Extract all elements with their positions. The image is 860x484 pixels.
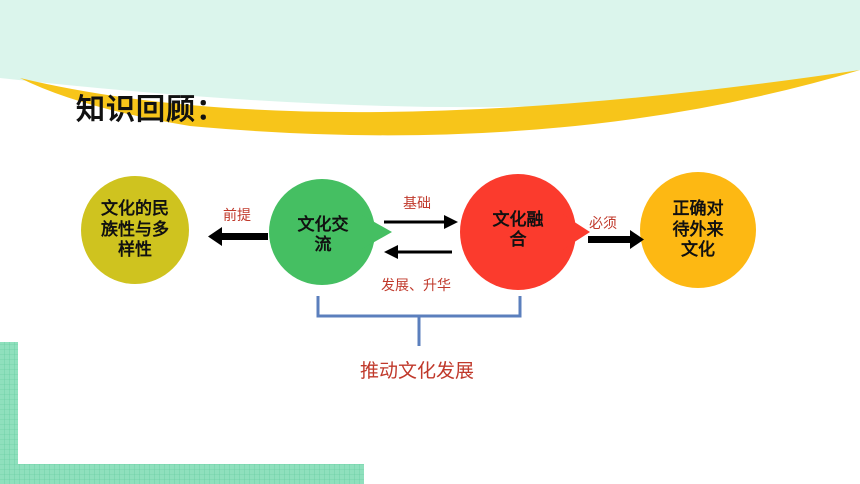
node-diversity: 文化的民 族性与多 样性 [91,186,179,274]
edge-arrow-exchange-diversity [208,227,268,246]
node-shape-fusion [460,174,590,290]
node-fusion: 文化融 合 [482,202,554,258]
bracket [316,296,522,346]
node-diversity-line-3: 样性 [118,240,152,261]
node-fusion-line-2: 合 [509,230,527,250]
edge-label-premise: 前提 [223,208,251,224]
page-title: 知识回顾： [76,92,227,126]
node-shape-diversity [81,176,189,284]
node-fusion-line-1: 文化融 [492,209,544,230]
node-attitude: 正确对 待外来 文化 [654,190,742,270]
edge-label-must: 必须 [589,216,617,232]
edge-arrow-exchange-fusion [384,215,458,229]
node-exchange-line-2: 流 [314,235,332,255]
edge-arrow-fusion-attitude [588,230,644,249]
node-exchange: 文化交 流 [287,205,359,265]
grid-decoration-bottom [18,464,364,484]
node-attitude-line-2: 待外来 [672,219,724,240]
node-exchange-line-1: 文化交 [297,214,349,235]
header-swoosh [20,70,860,136]
node-diversity-line-2: 族性与多 [101,219,169,240]
header-band [0,0,860,108]
edge-label-foundation: 基础 [403,196,431,212]
node-diversity-line-1: 文化的民 [101,199,169,220]
grid-decoration-left [0,342,18,484]
node-shape-attitude [640,172,756,288]
node-attitude-line-3: 文化 [681,240,715,261]
edge-label-development: 发展、升华 [381,278,451,294]
node-shape-exchange [269,179,392,285]
bracket-label: 推动文化发展 [360,360,475,382]
edge-arrow-fusion-exchange [384,245,452,259]
node-attitude-line-1: 正确对 [672,199,724,220]
